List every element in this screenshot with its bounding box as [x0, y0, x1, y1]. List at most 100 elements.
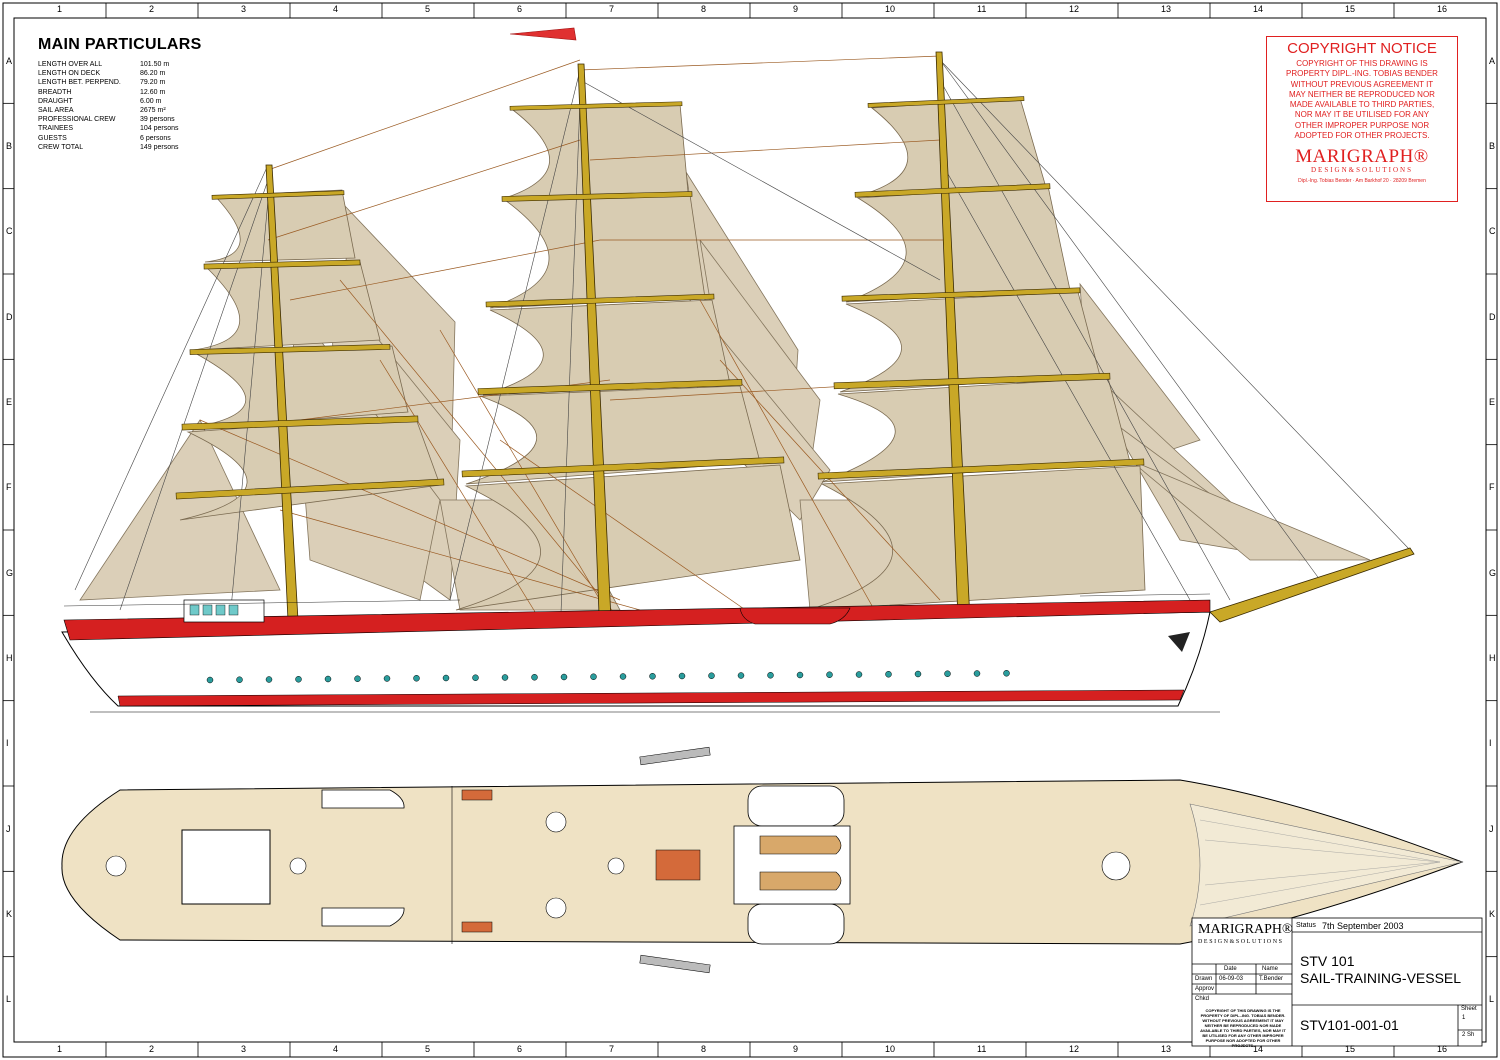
porthole: [619, 673, 627, 680]
hatches: [461, 789, 701, 933]
lifeboat: [739, 607, 851, 625]
porthole: [236, 676, 243, 683]
copyright-line: COPYRIGHT OF THIS DRAWING IS: [1296, 59, 1428, 68]
titleblock-copyright: COPYRIGHT OF THIS DRAWING IS THE PROPERT…: [1200, 1008, 1286, 1048]
grid-row-label: D: [6, 311, 13, 322]
chkd-label: Chkd: [1195, 996, 1210, 1002]
grid-column-label: 7: [609, 1044, 615, 1054]
grid-column-label: 9: [793, 1044, 799, 1054]
copyright-title: COPYRIGHT NOTICE: [1287, 40, 1437, 57]
marigraph-logo: MARIGRAPH®: [1295, 146, 1429, 168]
mizzen-mast-sails: [807, 97, 1146, 611]
titleblock-logo-subtitle: DESIGN&SOLUTIONS: [1198, 939, 1284, 945]
grid-column-label: 16: [1437, 1044, 1448, 1054]
grid-row-label: F: [6, 482, 12, 493]
particular-value: 6.00 m: [140, 97, 162, 105]
porthole: [590, 673, 597, 680]
particular-value: 101.50 m: [140, 61, 170, 68]
copyright-line: MADE AVAILABLE TO THIRD PARTIES,: [1289, 100, 1435, 110]
grid-row-label: H: [6, 653, 13, 663]
porthole: [383, 675, 391, 682]
railing: [63, 593, 1211, 607]
grid-column-label: 3: [241, 4, 247, 14]
pennant-flag: [509, 27, 577, 41]
particular-label: LENGTH BET. PERPEND.: [38, 79, 121, 87]
particular-label: GUESTS: [38, 134, 67, 142]
particular-row: LENGTH BET. PERPEND.79.20 m: [38, 78, 238, 87]
grid-row-label: D: [1489, 311, 1496, 322]
grid-row-label: I: [1489, 738, 1492, 749]
copyright-line: OTHER IMPROPER PURPOSE NOR: [1294, 120, 1430, 130]
porthole: [354, 675, 361, 682]
grid-column-label: 13: [1161, 4, 1172, 14]
project-name: STV 101: [1300, 953, 1355, 969]
grid-column-label: 7: [609, 4, 615, 14]
porthole: [737, 672, 745, 679]
porthole: [796, 671, 804, 679]
grid-row-label: K: [6, 909, 13, 919]
particular-value: 6 persons: [140, 134, 171, 142]
grid-column-label: 14: [1253, 1044, 1264, 1054]
deckhouse-windows: [189, 604, 239, 616]
grid-column-label: 15: [1345, 1044, 1356, 1054]
copyright-line: MAY NEITHER BE REPRODUCED NOR: [1289, 89, 1435, 99]
drawing-number: STV101-001-01: [1300, 1017, 1399, 1033]
copyright-notice: COPYRIGHT NOTICE COPYRIGHT OF THIS DRAWI…: [1266, 36, 1458, 202]
porthole: [324, 675, 332, 683]
porthole: [472, 674, 479, 681]
grid-column-label: 11: [977, 1044, 987, 1054]
grid-column-label: 1: [57, 1044, 63, 1054]
particular-label: TRAINEES: [38, 125, 74, 133]
particular-value: 2675 m²: [140, 107, 166, 115]
grid-column-label: 10: [885, 1044, 896, 1054]
particular-value: 39 persons: [140, 116, 175, 124]
deck-plan: [61, 746, 1464, 974]
portholes: [206, 670, 1010, 684]
bowsprit: [1209, 547, 1415, 623]
boot-top-stripe: [117, 689, 1185, 707]
grid-row-label: J: [1489, 823, 1494, 834]
grid-row-label: E: [6, 397, 13, 407]
approv-label: Approv: [1195, 986, 1215, 992]
gangways: [639, 746, 711, 974]
copyright-line: WITHOUT PREVIOUS AGREEMENT IT: [1290, 79, 1434, 89]
porthole: [265, 676, 273, 683]
porthole: [413, 675, 420, 682]
marigraph-logo-subtitle: DESIGN&SOLUTIONS: [1311, 166, 1413, 175]
grid-column-label: 16: [1437, 4, 1448, 14]
deck-lifeboats: [321, 785, 845, 945]
porthole: [649, 673, 656, 680]
grid-row-label: L: [6, 994, 12, 1005]
particular-row: GUESTS 6 persons: [38, 134, 238, 143]
grid-row-label: A: [1489, 55, 1496, 66]
project-subtitle: SAIL-TRAINING-VESSEL: [1300, 970, 1462, 986]
anchor: [1168, 632, 1190, 652]
aft-deckhouse: [181, 829, 271, 905]
particular-label: BREADTH: [38, 88, 72, 96]
grid-column-label: 4: [333, 4, 339, 14]
particular-label: CREW TOTAL: [38, 143, 84, 151]
grid-column-label: 9: [793, 4, 799, 14]
grid-column-label: 11: [977, 4, 987, 14]
grid-column-label: 13: [1161, 1044, 1172, 1054]
grid-row-label: C: [1489, 226, 1496, 237]
grid-row-label: K: [1489, 909, 1496, 919]
porthole: [973, 670, 981, 677]
grid-row-label: G: [6, 567, 14, 578]
particular-row: TRAINEES 104 persons: [38, 124, 238, 133]
particular-value: 104 persons: [140, 125, 179, 133]
copyright-line: ADOPTED FOR OTHER PROJECTS.: [1294, 131, 1430, 141]
grid-row-label: I: [6, 738, 9, 749]
porthole: [1003, 670, 1010, 677]
copyright-address: Dipl.-Ing. Tobias Bender · Am Barkhof 20…: [1298, 178, 1426, 185]
grid-ticks: [3, 3, 1497, 1057]
grid-column-label: 1: [57, 4, 63, 14]
porthole: [531, 674, 538, 681]
particulars-title: MAIN PARTICULARS: [38, 36, 202, 53]
particular-label: LENGTH ON DECK: [38, 70, 101, 78]
